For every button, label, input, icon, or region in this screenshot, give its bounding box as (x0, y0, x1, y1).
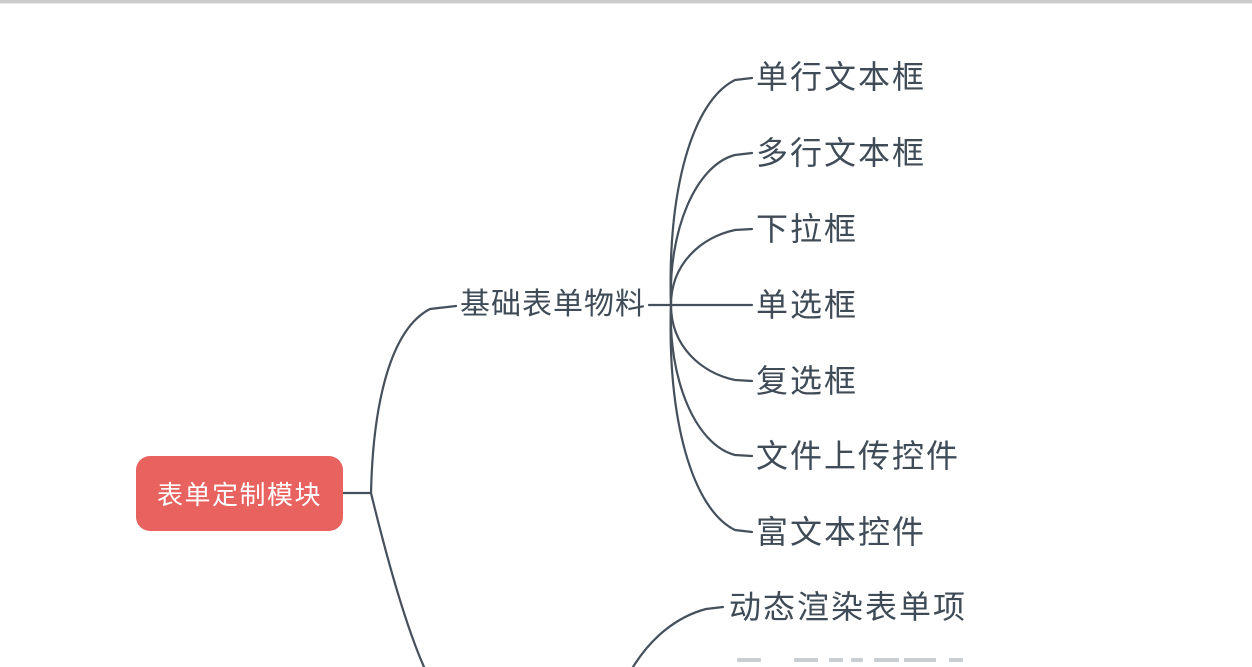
window-top-border (0, 0, 1252, 4)
clipped-glyph-top (904, 658, 936, 662)
connector-branch-2 (369, 491, 426, 667)
leaf-file-upload[interactable]: 文件上传控件 (756, 438, 961, 474)
root-topic[interactable]: 表单定制模块 (136, 456, 343, 531)
connector-leaf-checkbox (669, 303, 754, 383)
clipped-glyph-top (829, 658, 843, 662)
leaf-single-line-textbox[interactable]: 单行文本框 (756, 59, 927, 95)
clipped-glyph-top (874, 658, 899, 662)
connector-branch-basic-form-materials (369, 304, 458, 495)
branch-basic-form-materials[interactable]: 基础表单物料 (460, 288, 646, 321)
clipped-glyph-top (851, 658, 863, 662)
leaf-rich-text[interactable]: 富文本控件 (756, 514, 927, 550)
clipped-glyph-top (794, 658, 818, 662)
connector-leaf-rich-text (669, 303, 754, 534)
connector-leaf-dynamic-render-form-item (631, 605, 725, 667)
leaf-multi-line-textbox[interactable]: 多行文本框 (756, 135, 927, 171)
clipped-glyph-top (949, 658, 963, 662)
clipped-glyph-top (737, 658, 761, 662)
connector-leaf-dropdown (669, 227, 754, 307)
root-topic-label: 表单定制模块 (156, 480, 322, 510)
connector-leaf-multi-line-textbox (669, 151, 754, 307)
leaf-checkbox[interactable]: 复选框 (756, 363, 859, 399)
leaf-radio[interactable]: 单选框 (756, 287, 859, 323)
leaf-dynamic-render-form-item[interactable]: 动态渲染表单项 (729, 589, 968, 625)
leaf-dropdown[interactable]: 下拉框 (756, 211, 859, 247)
connector-leaf-single-line-textbox (669, 76, 754, 307)
